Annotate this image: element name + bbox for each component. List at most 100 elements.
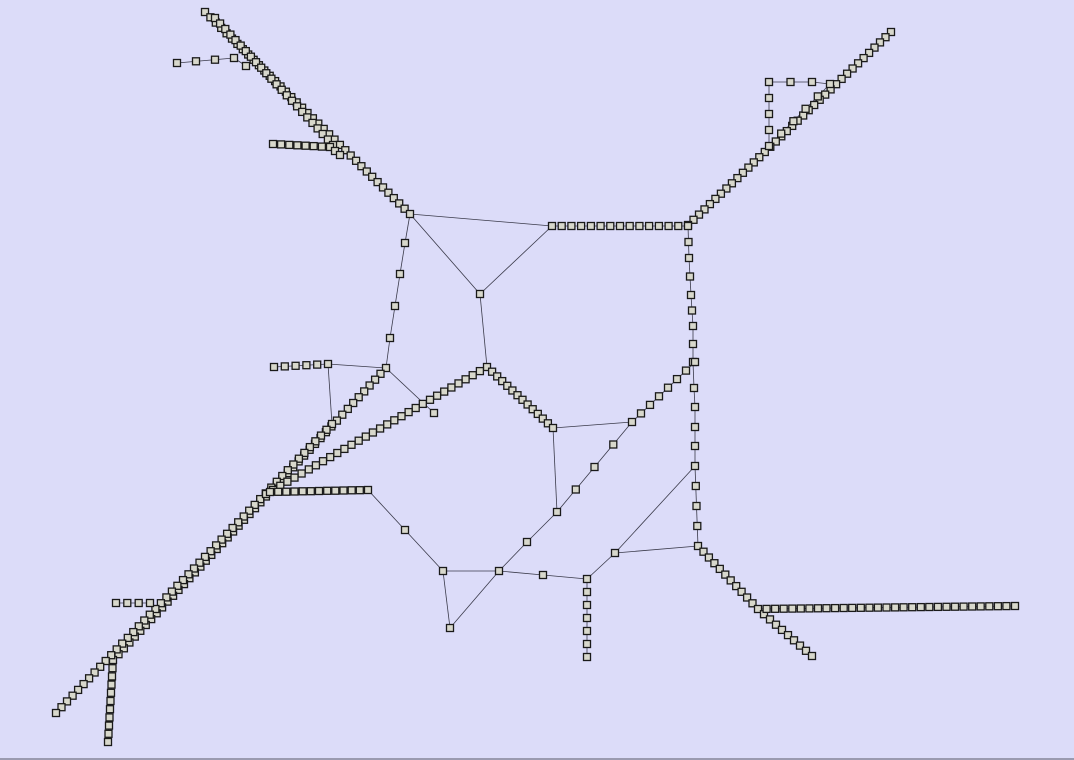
graph-node	[586, 221, 596, 231]
graph-node	[390, 416, 399, 425]
graph-node	[582, 626, 592, 636]
graph-node	[684, 253, 694, 263]
graph-node	[786, 77, 795, 87]
graph-node	[210, 13, 220, 23]
graph-node	[582, 600, 592, 610]
graph-edge	[399, 242, 406, 275]
graph-node	[106, 696, 115, 706]
graph-node	[968, 602, 977, 611]
graph-node	[291, 361, 300, 370]
graph-node	[79, 679, 88, 689]
graph-node	[327, 419, 337, 429]
graph-node	[908, 603, 917, 612]
graph-edge	[327, 363, 333, 425]
graph-node	[373, 177, 382, 187]
graph-node	[318, 457, 328, 466]
graph-node	[256, 494, 265, 504]
graph-node	[625, 221, 634, 231]
graph-edge	[552, 421, 633, 429]
graph-node	[167, 587, 177, 596]
graph-node	[976, 602, 985, 611]
graph-node	[298, 107, 307, 117]
graph-node	[257, 63, 266, 72]
graph-node	[681, 366, 691, 375]
graph-node	[848, 603, 857, 613]
graph-node	[825, 79, 835, 89]
graph-node	[789, 636, 799, 645]
graph-node	[727, 179, 737, 188]
graph-node	[538, 414, 547, 423]
graph-node	[101, 656, 110, 666]
graph-node	[710, 559, 719, 568]
graph-node	[732, 581, 741, 591]
graph-node	[538, 570, 548, 580]
graph-node	[672, 374, 682, 384]
graph-node	[156, 599, 166, 608]
graph-node	[839, 603, 848, 613]
graph-node	[274, 487, 283, 496]
graph-node	[764, 141, 774, 151]
graph-node	[282, 91, 291, 100]
graph-edge	[404, 213, 411, 244]
graph-node	[357, 162, 366, 171]
graph-node	[246, 52, 256, 61]
graph-node	[475, 366, 485, 376]
graph-node	[764, 109, 774, 119]
graph-edge	[176, 57, 235, 64]
graph-node	[690, 402, 700, 412]
graph-node	[807, 77, 817, 87]
graph-node	[764, 77, 774, 87]
graph-node	[290, 487, 299, 496]
graph-node	[400, 525, 410, 535]
graph-node	[191, 57, 201, 66]
graph-node	[354, 436, 363, 445]
graph-node	[693, 521, 702, 531]
graph-node	[801, 104, 810, 113]
graph-node	[813, 604, 823, 613]
graph-node	[349, 398, 358, 408]
graph-nodes	[51, 7, 1020, 747]
graph-node	[755, 153, 764, 162]
graph-node	[700, 205, 709, 214]
graph-node	[805, 604, 814, 613]
graph-node	[582, 639, 592, 649]
graph-node	[688, 339, 698, 349]
graph-node	[314, 486, 324, 496]
graph-node	[689, 215, 698, 224]
graph-node	[859, 53, 868, 63]
graph-node	[715, 564, 724, 574]
graph-node	[395, 199, 404, 208]
graph-node	[848, 64, 857, 73]
graph-node	[687, 306, 697, 315]
graph-node	[206, 547, 215, 556]
graph-edge	[692, 361, 695, 389]
graph-node	[664, 221, 673, 231]
graph-node	[842, 69, 852, 78]
graph-node	[323, 359, 333, 369]
graph-node	[942, 602, 951, 611]
graph-node	[239, 512, 248, 521]
graph-node	[461, 375, 470, 384]
graph-node	[890, 603, 900, 612]
graph-node	[801, 646, 811, 655]
graph-node	[241, 46, 250, 56]
graph-node	[363, 485, 373, 495]
graph-node	[882, 603, 891, 612]
graph-node	[308, 118, 317, 128]
graph-node	[292, 102, 302, 111]
graph-node	[57, 703, 66, 712]
graph-edges	[55, 11, 1016, 743]
graph-node	[234, 518, 243, 527]
graph-node	[822, 604, 831, 613]
graph-node	[548, 423, 558, 433]
graph-node	[557, 221, 566, 231]
graph-node	[360, 387, 369, 396]
graph-node	[267, 74, 276, 83]
graph-edge	[498, 541, 528, 572]
graph-node	[368, 172, 377, 181]
graph-node	[610, 548, 620, 558]
graph-node	[123, 633, 132, 643]
graph-node	[690, 441, 700, 451]
graph-node	[361, 432, 370, 441]
graph-node	[283, 466, 292, 475]
